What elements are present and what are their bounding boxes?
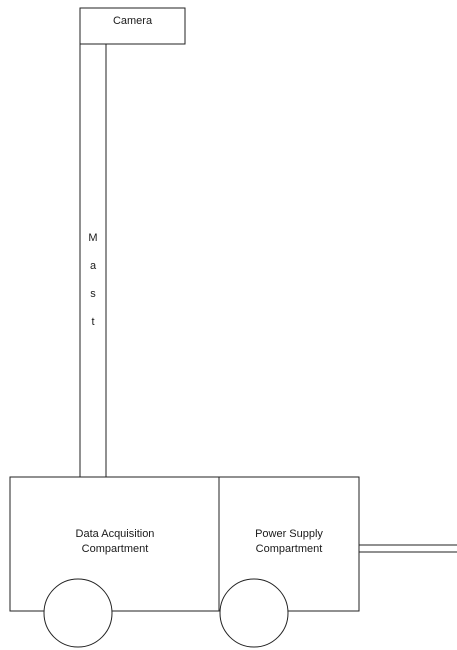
camera-label: Camera <box>112 15 153 27</box>
mast-letter: t <box>91 316 95 328</box>
mast-letter: s <box>90 288 96 300</box>
right-wheel <box>219 578 289 648</box>
left-wheel <box>43 578 113 648</box>
mast-letter: M <box>88 232 98 244</box>
data-acquisition-label: Data Acquisition Compartment <box>75 528 155 555</box>
power-supply-compartment <box>218 476 360 612</box>
power-supply-label: Power Supply Compartment <box>255 528 323 555</box>
mast-letter: a <box>89 260 97 272</box>
mast-label: M a s t <box>80 217 106 343</box>
camera-box <box>79 7 186 45</box>
